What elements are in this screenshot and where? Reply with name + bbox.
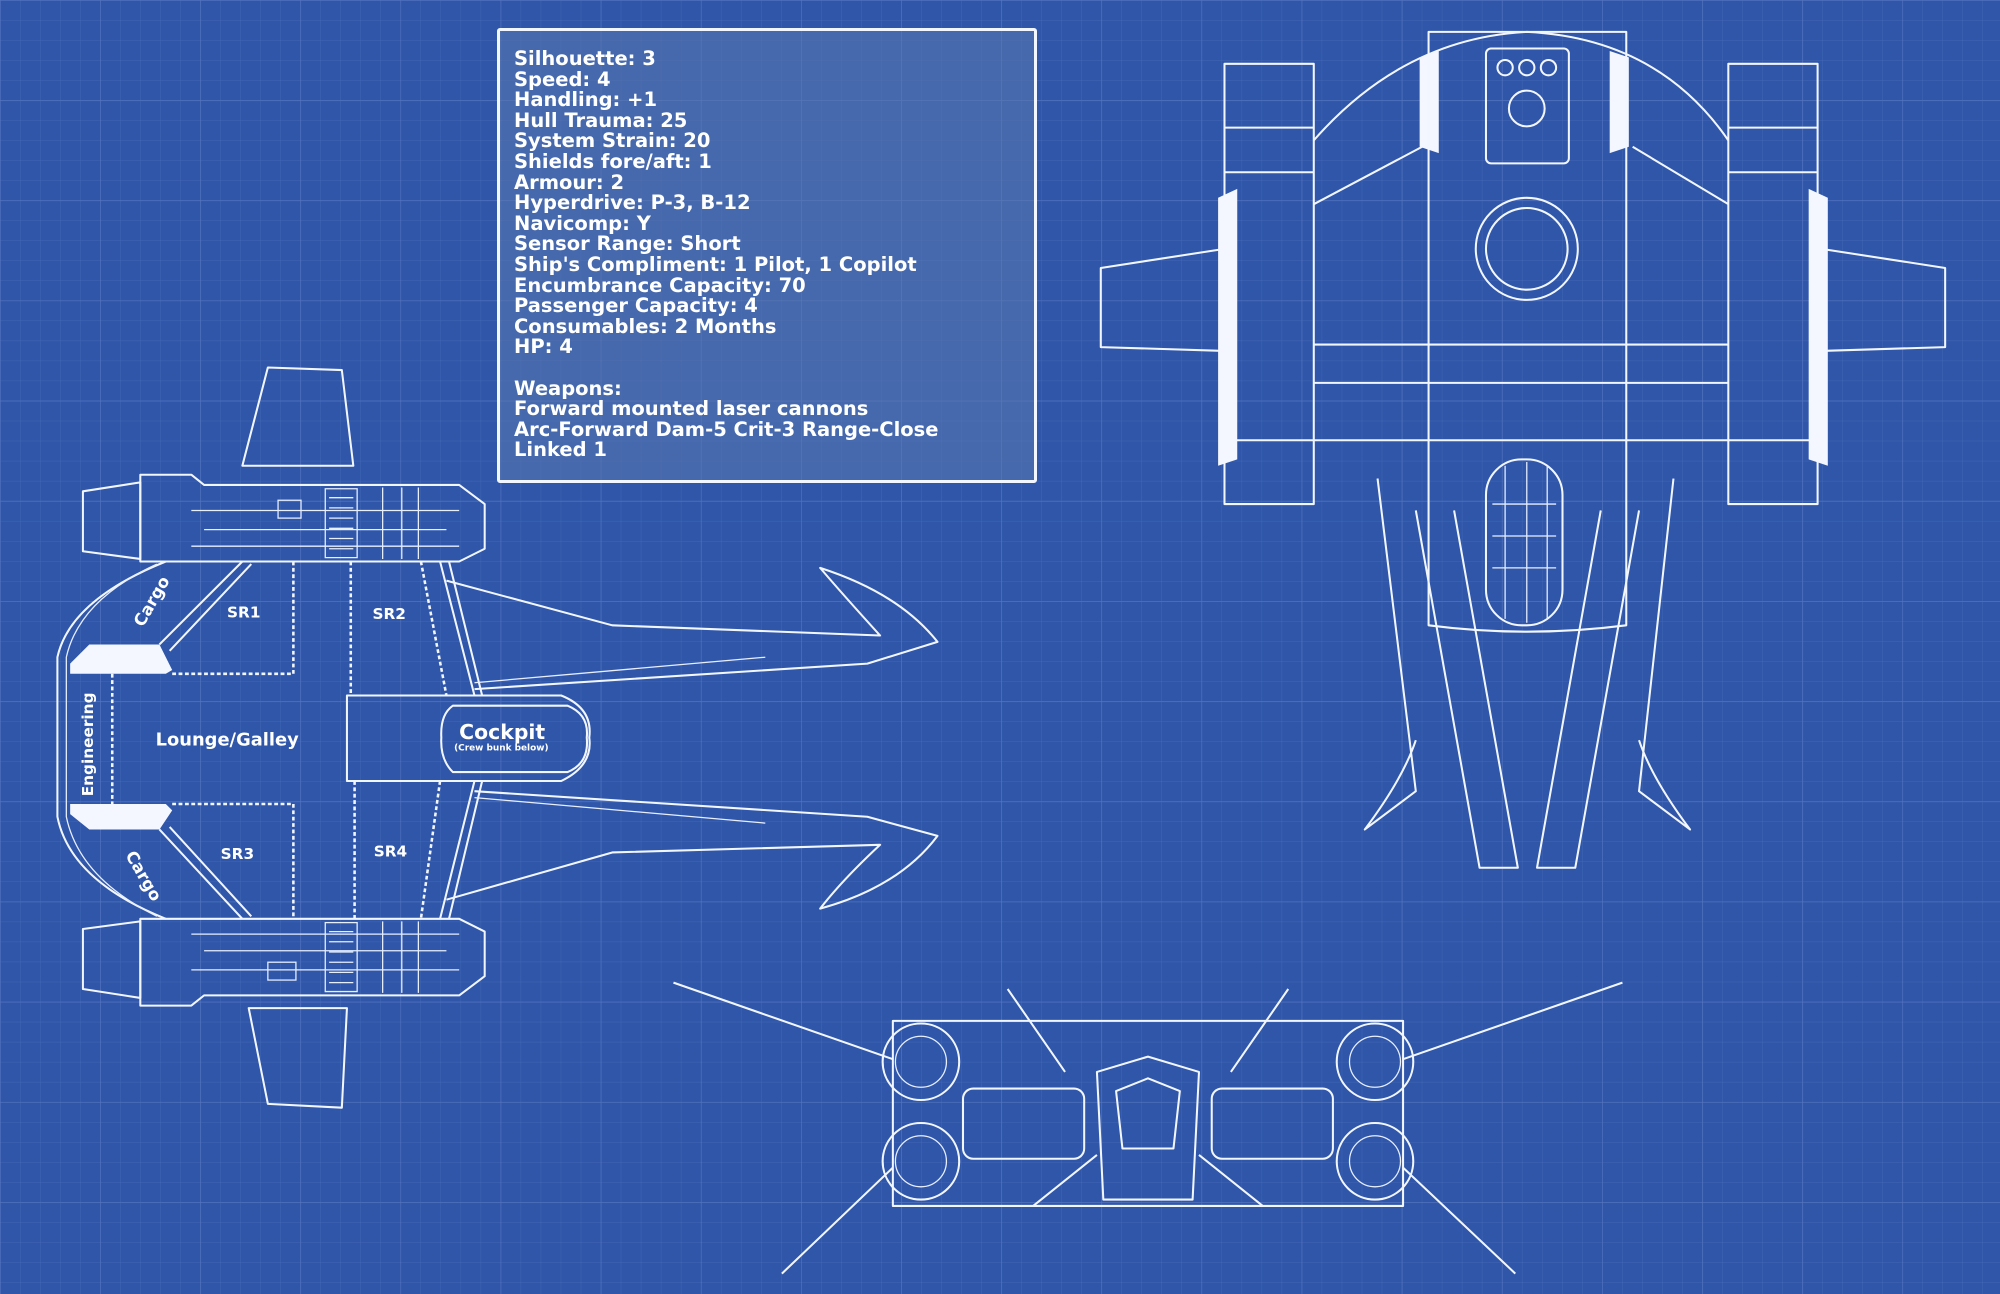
engineering-label: Engineering bbox=[79, 692, 97, 796]
top-view bbox=[1099, 30, 1947, 869]
weapon-line: Arc-Forward Dam-5 Crit-3 Range-Close bbox=[514, 417, 939, 441]
weapons-heading: Weapons: bbox=[514, 376, 622, 400]
stat-shields: Shields fore/aft: 1 bbox=[514, 149, 712, 173]
stat-consumables: Consumables: 2 Months bbox=[514, 314, 777, 338]
floor-plan: Cargo Cargo SR1 SR2 SR3 SR4 Lounge/Galle… bbox=[56, 366, 939, 1109]
cockpit-label: Cockpit bbox=[459, 720, 545, 744]
ship-stats-panel: Silhouette: 3 Speed: 4 Handling: +1 Hull… bbox=[497, 28, 1037, 483]
bottom-engine-pod bbox=[81, 917, 486, 1007]
sr3-label: SR3 bbox=[221, 845, 254, 863]
stat-speed: Speed: 4 bbox=[514, 67, 611, 91]
stat-passengers: Passenger Capacity: 4 bbox=[514, 294, 758, 318]
top-engine-pod bbox=[81, 473, 486, 563]
front-view bbox=[673, 981, 1623, 1275]
stat-encumbrance: Encumbrance Capacity: 70 bbox=[514, 273, 806, 297]
stat-hyperdrive: Hyperdrive: P-3, B-12 bbox=[514, 191, 751, 215]
top-fin bbox=[241, 366, 355, 467]
sr1-label: SR1 bbox=[227, 604, 260, 622]
sr2-label: SR2 bbox=[372, 605, 405, 623]
stat-hp: HP: 4 bbox=[514, 335, 573, 359]
stat-navicomp: Navicomp: Y bbox=[514, 211, 651, 235]
cockpit-note-label: (Crew bunk below) bbox=[454, 743, 548, 753]
stat-sensor-range: Sensor Range: Short bbox=[514, 232, 741, 256]
sr4-label: SR4 bbox=[374, 842, 407, 860]
stat-hull-trauma: Hull Trauma: 25 bbox=[514, 108, 688, 132]
stat-silhouette: Silhouette: 3 bbox=[514, 47, 656, 70]
upper-laser-cannon bbox=[446, 566, 939, 691]
bottom-fin bbox=[247, 1007, 348, 1109]
stat-compliment: Ship's Compliment: 1 Pilot, 1 Copilot bbox=[514, 252, 917, 276]
stat-handling: Handling: +1 bbox=[514, 88, 658, 112]
lower-laser-cannon bbox=[446, 790, 939, 910]
lounge-galley-label: Lounge/Galley bbox=[156, 729, 300, 750]
stat-system-strain: System Strain: 20 bbox=[514, 129, 711, 153]
spacer bbox=[514, 358, 1020, 379]
stat-armour: Armour: 2 bbox=[514, 170, 625, 194]
weapon-line: Linked 1 bbox=[514, 438, 607, 462]
weapon-line: Forward mounted laser cannons bbox=[514, 397, 869, 421]
